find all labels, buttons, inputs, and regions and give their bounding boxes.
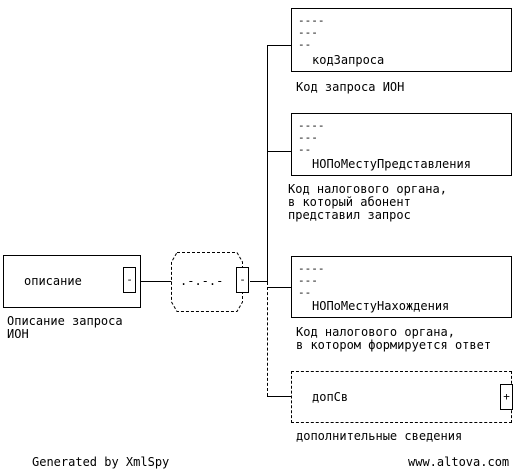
child-element-box-nopomestupredstavleniya[interactable]: ---- --- -- НОПоМестуПредставления: [291, 113, 512, 176]
child-annotation-line: в который абонент: [288, 195, 411, 209]
child-element-box-dopsv[interactable]: допСв: [291, 371, 512, 423]
child-element-name: кодЗапроса: [312, 53, 385, 67]
trunk-vertical-line: [267, 45, 268, 282]
child-annotation-line: представил запрос: [288, 208, 411, 222]
sequence-collapse-toggle[interactable]: -: [236, 267, 249, 293]
child-element-name: НОПоМестуПредставления: [312, 157, 471, 171]
child-element-name: НОПоМестуНахождения: [312, 299, 450, 313]
root-annotation-line-2: ИОН: [7, 327, 29, 341]
child-element-name: допСв: [312, 390, 349, 404]
child-element-box-nopomestunakhozhdeniya[interactable]: ---- --- -- НОПоМестуНахождения: [291, 256, 512, 318]
child-annotation-line: Код запроса ИОН: [296, 80, 405, 94]
branch-line-4: [267, 396, 291, 397]
child-element-box-kodzaprosa[interactable]: ---- --- -- кодЗапроса: [291, 8, 512, 72]
element-dash-line-1: ----: [298, 119, 325, 132]
element-dash-line-3: --: [298, 143, 312, 156]
element-dash-line-2: ---: [298, 274, 318, 287]
child-annotation-line: Код налогового органа,: [296, 325, 455, 339]
child-annotation-line: Код налогового органа,: [288, 182, 447, 196]
element-dash-line-3: --: [298, 286, 312, 299]
footer-altova-link[interactable]: www.altova.com: [408, 455, 510, 469]
branch-line-2: [267, 151, 291, 152]
child-annotation-line: в котором формируется ответ: [296, 338, 492, 352]
root-element-name: описание: [24, 274, 82, 288]
element-dash-line-3: --: [298, 38, 312, 51]
sequence-compositor-icon: .-.-.-: [180, 274, 224, 288]
dopsv-expand-toggle[interactable]: +: [500, 384, 513, 410]
element-dash-line-1: ----: [298, 14, 325, 27]
root-element-box[interactable]: описание: [3, 255, 141, 308]
element-dash-line-1: ----: [298, 262, 325, 275]
element-dash-line-2: ---: [298, 26, 318, 39]
trunk-optional-dashed-line: [267, 282, 268, 396]
element-dash-line-2: ---: [298, 131, 318, 144]
root-collapse-toggle[interactable]: -: [123, 267, 136, 293]
sequence-compositor-shape[interactable]: [171, 252, 243, 312]
footer-generator-label: Generated by XmlSpy: [32, 455, 170, 469]
sequence-to-trunk-line: [250, 281, 268, 282]
branch-line-3: [267, 287, 291, 288]
child-annotation-line: дополнительные сведения: [296, 429, 463, 443]
root-to-sequence-line: [139, 281, 173, 282]
branch-line-1: [267, 45, 291, 46]
root-annotation-line-1: Описание запроса: [7, 314, 123, 328]
